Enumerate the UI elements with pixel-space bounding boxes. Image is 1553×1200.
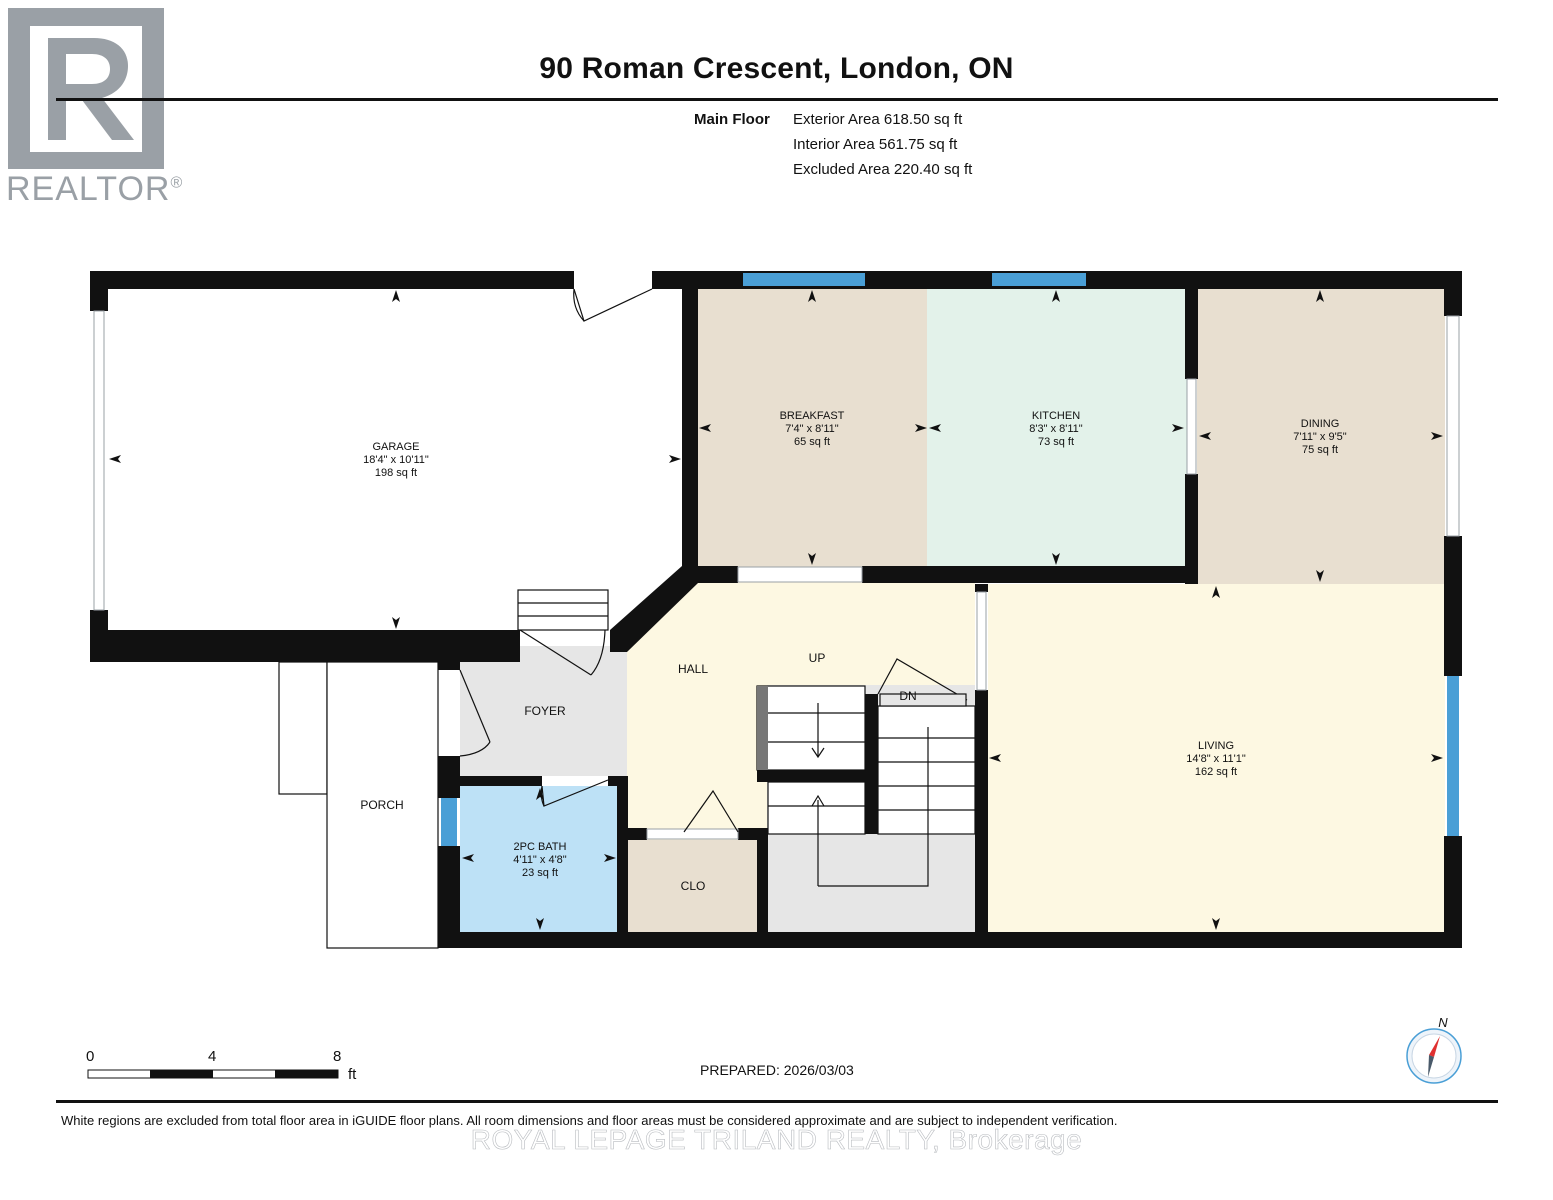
kitchen-area: 73 sq ft	[1038, 436, 1074, 448]
exterior-area: Exterior Area 618.50 sq ft	[793, 111, 963, 128]
footer-divider	[56, 1100, 1498, 1103]
kitchen-name: KITCHEN	[1032, 410, 1080, 422]
interior-area: Interior Area 561.75 sq ft	[793, 136, 958, 153]
foyer-name: FOYER	[524, 704, 566, 718]
realtor-wordmark: REALTOR®	[6, 170, 183, 209]
scale-tick-0: 0	[86, 1048, 95, 1065]
hall-name: HALL	[678, 662, 708, 676]
floor-label: Main Floor	[694, 111, 770, 128]
doors	[459, 288, 968, 833]
foyer-area	[460, 646, 627, 776]
prepared-date: PREPARED: 2026/03/03	[700, 1062, 854, 1078]
porch-name: PORCH	[360, 798, 403, 812]
stairs-up-label: UP	[809, 651, 826, 665]
bath-area: 23 sq ft	[522, 867, 558, 879]
windows	[441, 273, 1459, 846]
registered-mark: ®	[170, 174, 184, 192]
kitchen-room	[927, 288, 1187, 569]
breakfast-room	[697, 288, 927, 569]
breakfast-area: 65 sq ft	[794, 436, 830, 448]
closet-room	[627, 840, 757, 932]
garage-area: 198 sq ft	[375, 467, 417, 479]
dining-area: 75 sq ft	[1302, 444, 1338, 456]
kitchen-dims: 8'3" x 8'11"	[1029, 423, 1082, 435]
disclaimer-text: White regions are excluded from total fl…	[61, 1113, 1118, 1128]
living-room	[988, 584, 1445, 932]
compass-north-label: N	[1438, 1015, 1448, 1030]
breakfast-dims: 7'4" x 8'11"	[785, 423, 838, 435]
bath-dims: 4'11" x 4'8"	[513, 854, 566, 866]
brokerage-watermark: ROYAL LEPAGE TRILAND REALTY, Brokerage	[470, 1124, 1083, 1156]
dining-name: DINING	[1301, 418, 1340, 430]
stairs-down-label: DN	[899, 689, 916, 703]
bath-room	[460, 786, 617, 932]
garage-dims: 18'4" x 10'11"	[363, 454, 429, 466]
realtor-logo	[8, 8, 164, 169]
bath-name: 2PC BATH	[514, 841, 567, 853]
living-dims: 14'8" x 11'1"	[1186, 753, 1246, 765]
page-title: 90 Roman Crescent, London, ON	[539, 52, 1014, 85]
dimension-arrows	[109, 290, 1443, 930]
living-area: 162 sq ft	[1195, 766, 1237, 778]
realtor-text: REALTOR	[6, 170, 171, 208]
living-name: LIVING	[1198, 740, 1234, 752]
dining-room	[1197, 288, 1445, 584]
header-divider	[56, 98, 1498, 101]
scale-tick-4: 4	[208, 1048, 217, 1065]
compass-icon: N	[1406, 1015, 1462, 1084]
scale-bar	[87, 1069, 339, 1079]
excluded-area: Excluded Area 220.40 sq ft	[793, 161, 973, 178]
scale-tick-8: 8	[333, 1048, 342, 1065]
porch	[278, 661, 439, 949]
dining-dims: 7'11" x 9'5"	[1293, 431, 1346, 443]
stairs	[756, 685, 976, 887]
openings	[93, 310, 1460, 840]
breakfast-name: BREAKFAST	[780, 410, 845, 422]
walls	[90, 271, 1462, 948]
garage-name: GARAGE	[372, 441, 419, 453]
scale-unit: ft	[348, 1066, 357, 1083]
closet-name: CLO	[681, 879, 706, 893]
